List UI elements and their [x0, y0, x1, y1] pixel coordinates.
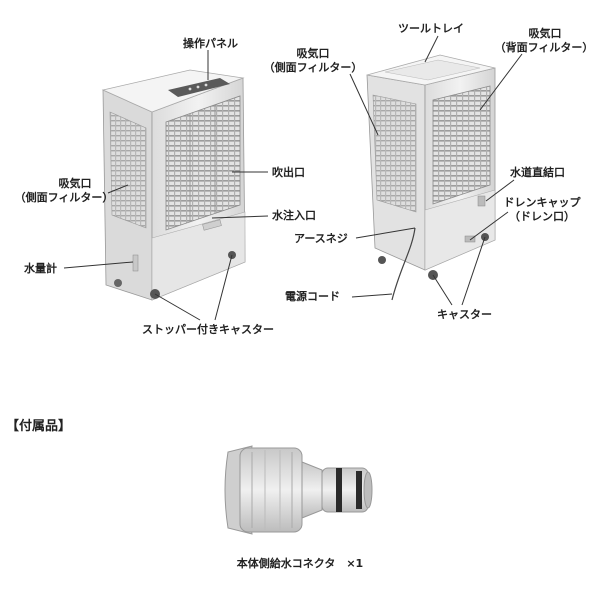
label-water-inlet: 水注入口: [272, 209, 316, 222]
label-side-intake-left-2: （側面フィルター）: [4, 191, 124, 204]
label-power-cord: 電源コード: [285, 290, 340, 303]
label-drain-cap-1: ドレンキャップ: [492, 196, 592, 209]
label-control-panel: 操作パネル: [183, 37, 238, 50]
label-side-intake-left-1: 吸気口: [25, 177, 125, 190]
label-rear-intake-2: （背面フィルター）: [490, 41, 598, 54]
label-direct-water: 水道直結口: [510, 166, 565, 179]
label-drain-cap-2: （ドレン口）: [492, 210, 592, 223]
label-tool-tray: ツールトレイ: [398, 22, 464, 35]
label-side-intake-right-2: （側面フィルター）: [258, 61, 368, 74]
label-stopper-casters: ストッパー付きキャスター: [142, 323, 274, 336]
label-earth-screw: アースネジ: [294, 232, 348, 245]
label-outlet: 吹出口: [272, 166, 305, 179]
label-side-intake-right-1: 吸気口: [268, 47, 358, 60]
label-rear-intake-1: 吸気口: [500, 27, 590, 40]
label-water-gauge: 水量計: [24, 262, 57, 275]
hose-connector-illustration: [225, 446, 372, 534]
accessories-heading: 【付属品】: [6, 415, 71, 434]
accessory-caption: 本体側給水コネクタ ×1: [0, 555, 600, 571]
label-casters: キャスター: [437, 308, 492, 321]
